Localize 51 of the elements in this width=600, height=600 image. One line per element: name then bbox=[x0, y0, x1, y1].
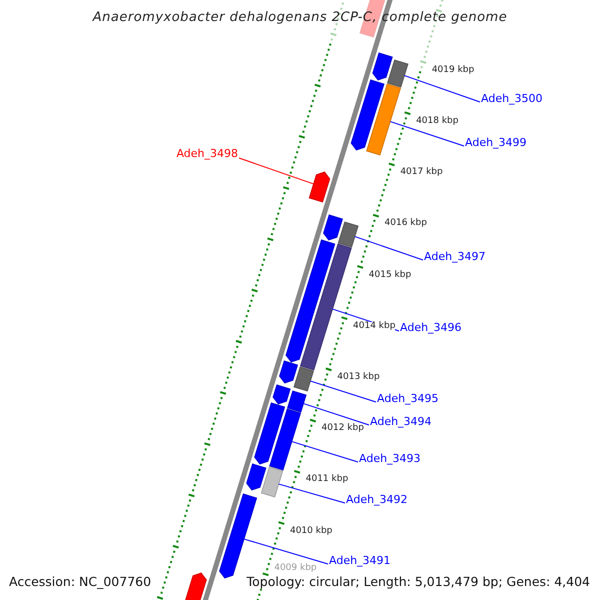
gene-label: Adeh_3491 bbox=[329, 555, 391, 566]
gene-bar bbox=[372, 52, 393, 80]
leader-line bbox=[390, 121, 464, 146]
scale-label: 4014 kbp bbox=[353, 322, 396, 331]
gene-bar bbox=[293, 366, 314, 392]
scale-label: 4017 kbp bbox=[400, 168, 443, 178]
scale-label: 4013 kbp bbox=[337, 373, 380, 382]
gene-label: Adeh_3498 bbox=[176, 148, 238, 159]
gene-label: Adeh_3493 bbox=[359, 453, 421, 464]
gene-label: Adeh_3496 bbox=[400, 322, 462, 333]
scale-label: 4016 kbp bbox=[384, 219, 427, 228]
gene-bar bbox=[269, 408, 302, 471]
gene-label: Adeh_3499 bbox=[465, 137, 527, 148]
gene-bar bbox=[300, 243, 352, 371]
gene-label: Adeh_3494 bbox=[370, 416, 432, 427]
scale-label: 4011 kbp bbox=[306, 475, 348, 484]
gene-label: Adeh_3500 bbox=[481, 93, 543, 104]
leader-line bbox=[404, 75, 480, 102]
leader-line bbox=[278, 484, 346, 504]
scale-label: 4018 kbp bbox=[416, 116, 458, 126]
gene-bar bbox=[272, 384, 291, 404]
scale-label: 4009 kbp bbox=[274, 564, 317, 573]
leader-line bbox=[303, 403, 370, 426]
gene-bar bbox=[254, 402, 286, 464]
gene-label: Adeh_3492 bbox=[346, 494, 408, 505]
scale-label: 4015 kbp bbox=[368, 270, 412, 280]
gene-bar bbox=[287, 390, 307, 413]
gene-bar bbox=[279, 360, 298, 384]
gene-bar bbox=[338, 221, 359, 248]
gene-bar bbox=[219, 493, 258, 578]
gene-bar bbox=[366, 83, 402, 156]
gene-bar bbox=[387, 59, 408, 88]
footer-text: Accession: NC_007760 bbox=[9, 576, 152, 588]
scale-label: 4010 kbp bbox=[290, 526, 332, 536]
gene-label: Adeh_3495 bbox=[377, 393, 439, 404]
gene-bar bbox=[260, 466, 284, 498]
leader-line bbox=[291, 441, 358, 462]
leader-line bbox=[238, 158, 314, 184]
gene-bar bbox=[246, 463, 266, 490]
gene-bar bbox=[350, 79, 385, 150]
gene-bar bbox=[323, 214, 343, 240]
gene-bar bbox=[286, 239, 336, 362]
leader-line bbox=[354, 236, 424, 260]
title: Anaeromyxobacter dehalogenans 2CP-C, complete genome bbox=[91, 11, 508, 24]
scale-label: 4019 kbp bbox=[432, 66, 474, 75]
gene-bar bbox=[308, 172, 330, 203]
footer-text: Topology: circular; Length: 5,013,479 bp; Genes: 4,404 bbox=[246, 576, 590, 588]
leader-line bbox=[310, 380, 376, 402]
gene-label: Adeh_3497 bbox=[424, 251, 486, 262]
scale-label: 4012 kbp bbox=[322, 424, 364, 434]
leader-line bbox=[244, 538, 328, 564]
